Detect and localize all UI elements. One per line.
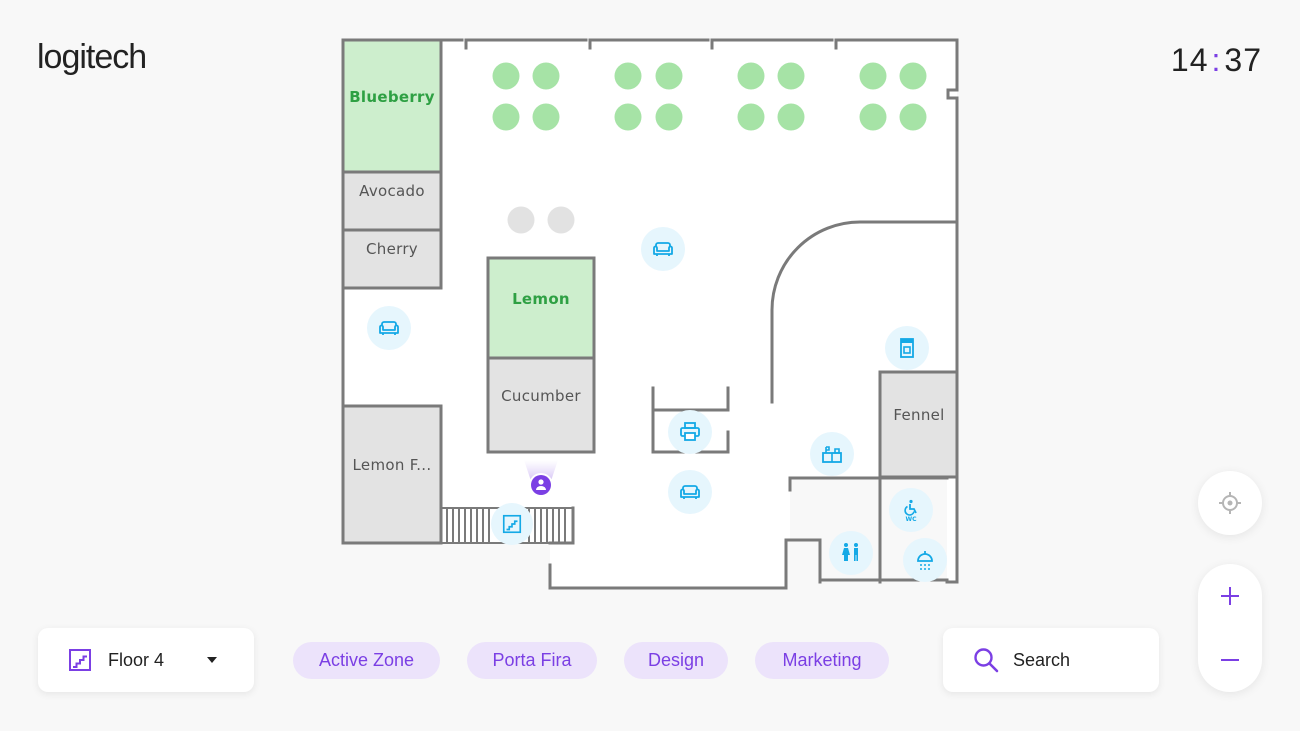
restroom-icon[interactable] bbox=[829, 531, 873, 575]
room-label-lemon: Lemon bbox=[512, 290, 570, 308]
room-label-blueberry: Blueberry bbox=[349, 88, 435, 106]
search-label: Search bbox=[1013, 649, 1071, 670]
chip-active-zone[interactable]: Active Zone bbox=[293, 642, 440, 679]
accessible-wc-icon[interactable] bbox=[889, 488, 933, 532]
logitech-logo: logitech bbox=[37, 38, 147, 76]
locate-button[interactable] bbox=[1198, 471, 1262, 535]
search-icon bbox=[974, 648, 999, 673]
zoom-out-button[interactable] bbox=[1198, 628, 1262, 692]
chevron-down-icon bbox=[207, 657, 217, 663]
room-cherry[interactable] bbox=[343, 230, 441, 288]
room-fennel[interactable] bbox=[880, 372, 957, 477]
room-label-cucumber: Cucumber bbox=[501, 387, 581, 405]
clock-hours: 14 bbox=[1170, 42, 1209, 78]
chip-design[interactable]: Design bbox=[624, 642, 728, 679]
floor-label: Floor 4 bbox=[108, 649, 165, 670]
coffee-machine-icon[interactable] bbox=[885, 326, 929, 370]
walls bbox=[341, 38, 959, 590]
room-lemon-f[interactable] bbox=[343, 406, 441, 543]
zoom-control bbox=[1198, 564, 1262, 692]
chip-marketing[interactable]: Marketing bbox=[755, 642, 889, 679]
sofa-icon[interactable] bbox=[367, 306, 411, 350]
clock-colon: : bbox=[1211, 42, 1222, 78]
stairs-icon bbox=[69, 649, 91, 671]
clock: 14:37 bbox=[1171, 42, 1262, 79]
shower-icon[interactable] bbox=[903, 538, 947, 582]
room-blueberry[interactable] bbox=[343, 40, 441, 172]
room-lemon[interactable] bbox=[488, 258, 594, 358]
sofa-icon[interactable] bbox=[668, 470, 712, 514]
room-label-fennel: Fennel bbox=[893, 406, 944, 424]
room-label-cherry: Cherry bbox=[366, 240, 418, 258]
desks-occupied[interactable] bbox=[507, 206, 575, 234]
stairs-icon[interactable] bbox=[491, 503, 533, 545]
zoom-in-button[interactable] bbox=[1198, 564, 1262, 628]
floor-selector[interactable]: Floor 4 bbox=[38, 628, 254, 692]
room-avocado[interactable] bbox=[343, 172, 441, 230]
plus-icon bbox=[1221, 587, 1239, 605]
sofa-icon[interactable] bbox=[641, 227, 685, 271]
chip-porta-fira[interactable]: Porta Fira bbox=[467, 642, 597, 679]
search-box[interactable]: Search bbox=[943, 628, 1159, 692]
minus-icon bbox=[1221, 659, 1239, 661]
room-label-avocado: Avocado bbox=[359, 182, 425, 200]
clock-minutes: 37 bbox=[1224, 42, 1262, 78]
room-label-lemon-f: Lemon F... bbox=[353, 456, 432, 474]
printer-icon[interactable] bbox=[668, 410, 712, 454]
room-cucumber[interactable] bbox=[488, 358, 594, 452]
kitchen-icon[interactable] bbox=[810, 432, 854, 476]
crosshair-icon bbox=[1219, 492, 1241, 514]
you-are-here-icon bbox=[524, 460, 558, 497]
desks[interactable] bbox=[492, 62, 927, 131]
